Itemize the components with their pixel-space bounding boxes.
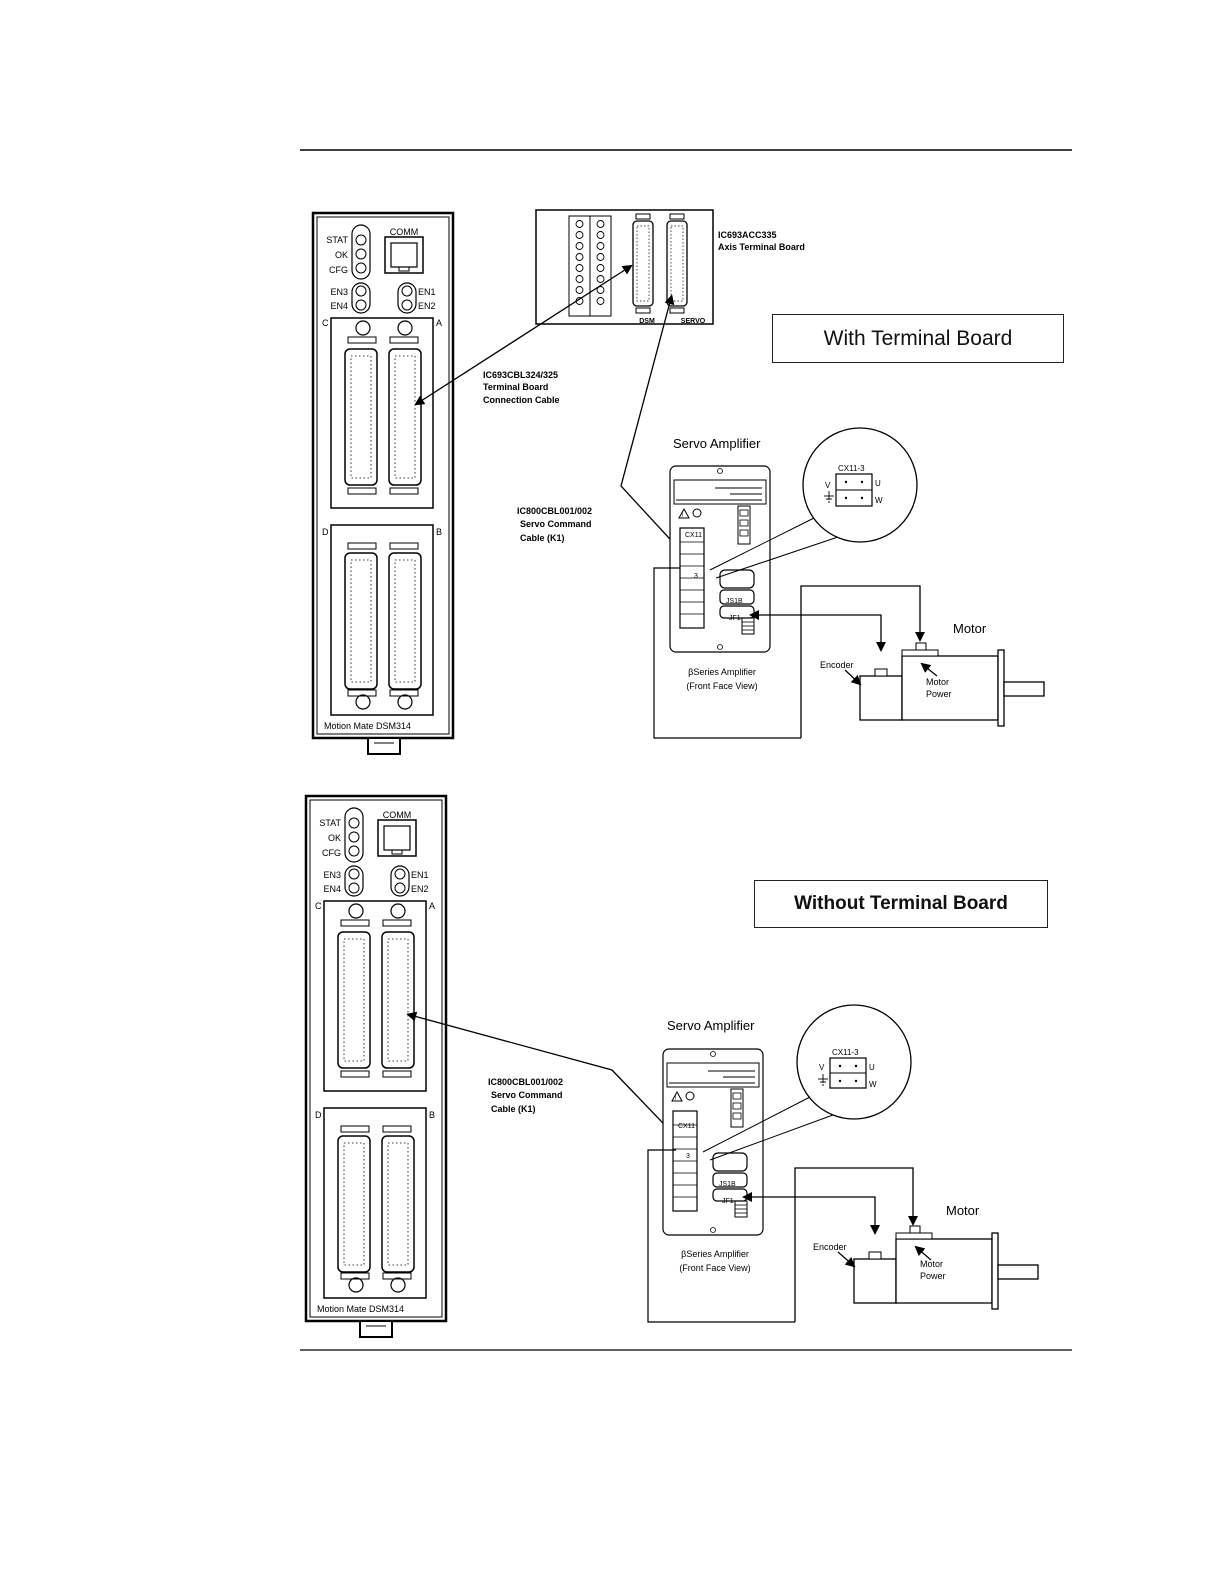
connector-letter-a: A (436, 318, 442, 328)
zoom-label-top: CX11-3 (838, 464, 865, 473)
led-label-en1: EN1 (418, 287, 436, 297)
motor-power-wire-top (800, 585, 925, 738)
model-label: Motion Mate DSM314 (324, 721, 411, 731)
connector-letter-c-bottom: C (315, 901, 322, 911)
zoom-label-bottom: CX11-3 (832, 1048, 859, 1057)
cx11-label-bottom: CX11 (678, 1123, 695, 1130)
zoom-w-bottom: W (869, 1080, 877, 1089)
motor-top (844, 642, 1045, 727)
encoder-feedback-wire-bottom (742, 1192, 880, 1235)
cx11-zoom-top: CX11-3 V U W (709, 427, 918, 579)
without-terminal-board-text: Without Terminal Board (794, 893, 1008, 914)
connector-letter-b: B (436, 527, 442, 537)
tb-connection-cable (414, 264, 633, 406)
led-label-en2-bottom: EN2 (411, 884, 429, 894)
port-dsm-label: DSM (639, 318, 655, 325)
js1b-label-bottom: JS1B (719, 1181, 736, 1188)
amp-footer-bottom-1: βSeries Amplifier (681, 1249, 749, 1259)
zoom-u-top: U (875, 479, 881, 488)
connector-letter-a-bottom: A (429, 901, 435, 911)
axis-terminal-board: DSM SERVO (535, 209, 714, 325)
led-label-en2: EN2 (418, 301, 436, 311)
servo-amplifier-top: CX11 3 JS1B JF1 βSeries Amplifier (Front… (669, 465, 771, 691)
servo-cable-label-top-2: Servo Command (520, 519, 592, 529)
led-label-en1-bottom: EN1 (411, 870, 429, 880)
servo-cable-label-bottom-1: IC800CBL001/002 (488, 1077, 563, 1087)
pin3-label-top: 3 (694, 573, 698, 580)
return-wire-bottom (647, 1149, 795, 1323)
dsm314-module-top: STAT OK CFG COMM EN3 EN4 EN1 EN2 C A D B… (311, 211, 455, 755)
connector-letter-d: D (322, 527, 329, 537)
led-label-en4: EN4 (330, 301, 348, 311)
led-label-stat: STAT (326, 235, 348, 245)
motor-power-wire-bottom (794, 1167, 918, 1322)
terminal-board-name: Axis Terminal Board (718, 242, 805, 252)
connector-letter-c: C (322, 318, 329, 328)
connector-letter-b-bottom: B (429, 1110, 435, 1120)
model-label-bottom: Motion Mate DSM314 (317, 1304, 404, 1314)
without-terminal-board-title: Without Terminal Board (754, 880, 1048, 928)
js1b-label-top: JS1B (726, 598, 743, 605)
motor-title-top: Motor (953, 621, 987, 636)
zoom-w-top: W (875, 496, 883, 505)
servo-cable-label-top-1: IC800CBL001/002 (517, 506, 592, 516)
servo-cable-label-bottom-2: Servo Command (491, 1090, 563, 1100)
motor-power-label-bottom-1: Motor (920, 1259, 943, 1269)
with-terminal-board-text: With Terminal Board (823, 326, 1013, 350)
connector-letter-d-bottom: D (315, 1110, 322, 1120)
tb-cable-label-1: IC693CBL324/325 (483, 370, 558, 380)
zoom-u-bottom: U (869, 1063, 875, 1072)
led-label-ok: OK (335, 250, 348, 260)
motor-bottom (837, 1225, 1039, 1310)
servo-cable-label-bottom-3: Cable (K1) (491, 1104, 536, 1114)
led-label-en3-bottom: EN3 (323, 870, 341, 880)
pin3-label-bottom: 3 (686, 1153, 690, 1160)
zoom-v-bottom: V (819, 1063, 825, 1072)
encoder-label-top: Encoder (820, 660, 854, 670)
terminal-board-part: IC693ACC335 (718, 230, 777, 240)
motor-power-label-top-1: Motor (926, 677, 949, 687)
jf1-label-top: JF1 (729, 615, 741, 622)
cx11-zoom-bottom: CX11-3 V U W (702, 1004, 912, 1161)
led-label-en3: EN3 (330, 287, 348, 297)
motor-power-label-bottom-2: Power (920, 1271, 946, 1281)
led-label-stat-bottom: STAT (319, 818, 341, 828)
comm-label: COMM (390, 227, 419, 237)
led-label-en4-bottom: EN4 (323, 884, 341, 894)
amp-footer-top-1: βSeries Amplifier (688, 667, 756, 677)
led-label-cfg-bottom: CFG (322, 848, 341, 858)
comm-port-bottom (377, 819, 417, 857)
comm-port (384, 236, 424, 274)
port-servo-label: SERVO (681, 318, 706, 325)
jf1-label-bottom: JF1 (722, 1198, 734, 1205)
servo-amplifier-bottom: CX11 3 JS1B JF1 βSeries Amplifier (Front… (662, 1048, 764, 1273)
return-wire-top (653, 567, 801, 739)
servo-amplifier-title-top: Servo Amplifier (673, 436, 761, 451)
servo-cable-label-top-3: Cable (K1) (520, 533, 565, 543)
with-terminal-board-title: With Terminal Board (772, 314, 1064, 363)
amp-footer-top-2: (Front Face View) (686, 681, 757, 691)
led-label-ok-bottom: OK (328, 833, 341, 843)
motor-title-bottom: Motor (946, 1203, 980, 1218)
zoom-v-top: V (825, 481, 831, 490)
dsm314-module-bottom: STAT OK CFG COMM EN3 EN4 EN1 EN2 C A D B… (304, 794, 448, 1338)
servo-amplifier-title-bottom: Servo Amplifier (667, 1018, 755, 1033)
tb-cable-label-2: Terminal Board (483, 382, 548, 392)
cx11-label-top: CX11 (685, 532, 702, 539)
led-label-cfg: CFG (329, 265, 348, 275)
motor-power-label-top-2: Power (926, 689, 952, 699)
amp-footer-bottom-2: (Front Face View) (679, 1263, 750, 1273)
tb-cable-label-3: Connection Cable (483, 395, 560, 405)
comm-label-bottom: COMM (383, 810, 412, 820)
encoder-label-bottom: Encoder (813, 1242, 847, 1252)
encoder-feedback-wire-top (749, 610, 886, 652)
